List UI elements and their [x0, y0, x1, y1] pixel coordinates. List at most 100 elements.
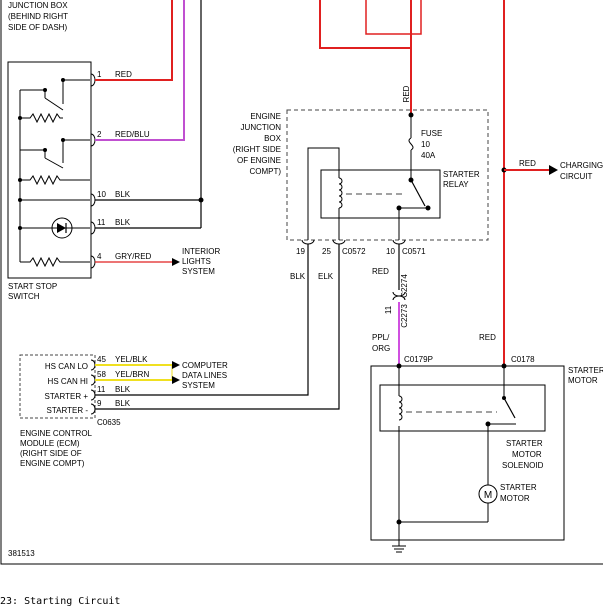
- interior-lights-3: SYSTEM: [182, 267, 215, 276]
- ecm-pin-3: 11: [97, 385, 106, 394]
- ecm-pin-1: 45: [97, 355, 106, 364]
- inline-conn-a: C2274: [400, 274, 409, 298]
- solenoid-label-2: MOTOR: [512, 450, 542, 459]
- figure-caption: 23: Starting Circuit: [0, 596, 121, 607]
- ecm-title-1: ENGINE CONTROL: [20, 429, 93, 438]
- ecm-title-4: ENGINE COMPT): [20, 459, 85, 468]
- motor-glyph: M: [484, 490, 492, 501]
- starter-conn-b: C0178: [511, 355, 535, 364]
- switch-pin3: 10: [97, 190, 106, 199]
- jb-title-1: JUNCTION BOX: [8, 1, 68, 10]
- inline-wire-b2: ORG: [372, 344, 390, 353]
- ejb-title-6: COMPT): [249, 167, 281, 176]
- ejb-conn-b: C0571: [402, 247, 426, 256]
- fuse-label-2: 10: [421, 140, 430, 149]
- fuse-label-3: 40A: [421, 151, 436, 160]
- inline-wire-top: RED: [372, 267, 389, 276]
- starter-motor-box: [370, 365, 565, 541]
- switch-pin4: 11: [97, 218, 106, 227]
- ejb-title-3: BOX: [264, 134, 282, 143]
- ecm-pin-label-4: STARTER -: [47, 406, 89, 415]
- diagram-frame: [0, 0, 603, 565]
- ecm-wire-2: YEL/BRN: [115, 370, 149, 379]
- starter-relay-box: [320, 169, 441, 219]
- solenoid-coil-icon: [398, 395, 403, 421]
- ecm-conn: C0635: [97, 418, 121, 427]
- ground-icon: [392, 540, 406, 553]
- ecm-wire-4: BLK: [115, 399, 131, 408]
- ecm-title-2: MODULE (ECM): [20, 439, 80, 448]
- relay-label-1: STARTER: [443, 170, 480, 179]
- ejb-feed-wire: RED: [402, 85, 411, 102]
- switch-pin1: 1: [97, 70, 102, 79]
- jb-title-2: (BEHIND RIGHT: [8, 12, 68, 21]
- inline-connector-bottom: [392, 295, 406, 301]
- solenoid-label-3: SOLENOID: [502, 461, 544, 470]
- figure-id: 381513: [8, 549, 35, 558]
- switch-wire4: BLK: [115, 218, 131, 227]
- ejb-wire-b: ELK: [318, 272, 334, 281]
- starter-conn-a: C0179P: [404, 355, 433, 364]
- starter-red-wire: RED: [479, 333, 496, 342]
- switch-wire3: BLK: [115, 190, 131, 199]
- inline-conn-b: C2273: [400, 304, 409, 328]
- ejb-conn-a: C0572: [342, 247, 366, 256]
- inline-pin: 11: [384, 305, 393, 314]
- top-component-box: [365, 0, 422, 35]
- data-lines-arrow-icon-1: [172, 361, 180, 369]
- switch-pin2: 2: [97, 130, 102, 139]
- ejb-title-4: (RIGHT SIDE: [233, 145, 281, 154]
- ecm-pin-label-1: HS CAN LO: [45, 362, 88, 371]
- switch-dots: [18, 78, 65, 230]
- switch-title-2: SWITCH: [8, 292, 40, 301]
- relay-label-2: RELAY: [443, 180, 469, 189]
- ejb-pin-c: 10: [386, 247, 395, 256]
- wire-pin10-blk: [95, 0, 202, 201]
- ecm-connector-arcs: [90, 359, 96, 415]
- wire-ecm-starter-plus: [95, 244, 309, 396]
- data-lines-1: COMPUTER: [182, 361, 228, 370]
- charging-label-2: CIRCUIT: [560, 172, 593, 181]
- ecm-box: [19, 354, 96, 419]
- ejb-title-2: JUNCTION: [241, 123, 282, 132]
- ejb-wire-a: BLK: [290, 272, 306, 281]
- led-diode-icon: [57, 223, 66, 233]
- starter-title-2: MOTOR: [568, 376, 598, 385]
- ejb-pin-a: 19: [296, 247, 305, 256]
- engine-junction-box: [286, 109, 489, 241]
- solenoid-contact: [503, 397, 516, 419]
- wire-pin2-redblu: [95, 0, 185, 141]
- ejb-connector-arcs: [301, 239, 406, 245]
- switch-wire2: RED/BLU: [115, 130, 150, 139]
- switch-internal: [19, 79, 90, 268]
- data-lines-2: DATA LINES: [182, 371, 227, 380]
- motor-label-1: STARTER: [500, 483, 537, 492]
- ecm-pin-2: 58: [97, 370, 106, 379]
- switch-connector-arcs: [90, 73, 96, 269]
- jb-title-3: SIDE OF DASH): [8, 23, 67, 32]
- interior-lights-arrow-icon: [172, 258, 180, 266]
- switch-wire5: GRY/RED: [115, 252, 152, 261]
- data-lines-arrow-icon-2: [172, 376, 180, 384]
- switch-title-1: START STOP: [8, 282, 57, 291]
- start-stop-switch-box: [7, 61, 92, 279]
- interior-lights-1: INTERIOR: [182, 247, 220, 256]
- ejb-title-5: OF ENGINE: [237, 156, 281, 165]
- switch-wire1: RED: [115, 70, 132, 79]
- inline-wire-b1: PPL/: [372, 333, 390, 342]
- ejb-pin-b: 25: [322, 247, 331, 256]
- ecm-pin-label-2: HS CAN HI: [48, 377, 88, 386]
- charging-wire: RED: [519, 159, 536, 168]
- interior-lights-2: LIGHTS: [182, 257, 211, 266]
- ecm-pin-4: 9: [97, 399, 102, 408]
- relay-contact: [410, 179, 426, 207]
- relay-coil-icon: [338, 177, 343, 209]
- starter-title-1: STARTER: [568, 366, 603, 375]
- data-lines-3: SYSTEM: [182, 381, 215, 390]
- switch-pin5: 4: [97, 252, 102, 261]
- charging-arrow-icon: [549, 165, 558, 175]
- ejb-title-1: ENGINE: [250, 112, 281, 121]
- red-loop-wire: [319, 0, 412, 49]
- ecm-pin-label-3: STARTER +: [45, 392, 89, 401]
